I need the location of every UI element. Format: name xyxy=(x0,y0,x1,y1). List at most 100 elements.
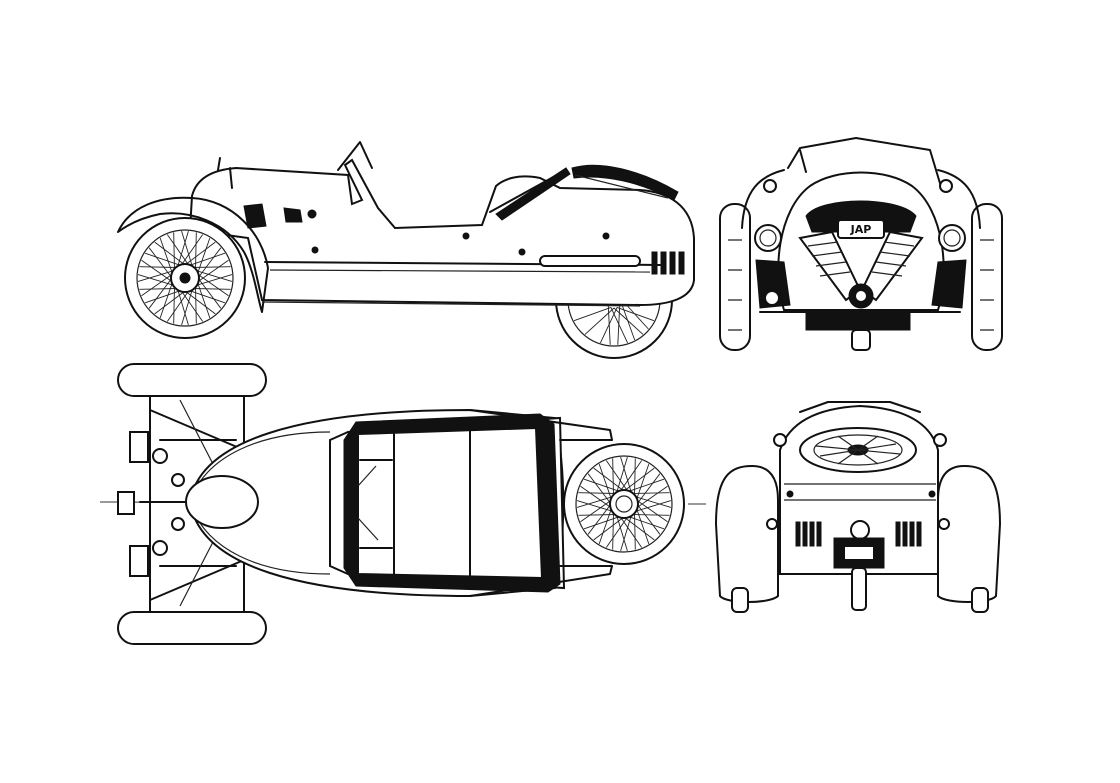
wheel-spoke xyxy=(188,289,226,304)
front-v-twin-engine xyxy=(798,230,924,309)
side-body xyxy=(188,158,695,307)
wheel-spoke xyxy=(627,478,665,493)
wheel-spoke xyxy=(587,503,612,535)
wheel-spoke xyxy=(605,460,629,492)
top-bonnet-nose xyxy=(185,475,259,529)
front-left-tyre xyxy=(719,203,751,351)
wheel-spoke xyxy=(159,281,174,319)
front-right-headlamp xyxy=(938,224,966,252)
rear-louvres xyxy=(795,521,922,547)
wheel-spoke xyxy=(634,495,672,508)
wheel-spoke xyxy=(148,247,173,279)
wheel-spoke xyxy=(623,467,655,492)
wheel-spoke xyxy=(584,307,615,335)
wheel-spoke xyxy=(176,230,189,268)
wheel-spoke xyxy=(197,277,222,309)
rear-spare-wheel xyxy=(799,427,917,473)
wheel-spoke xyxy=(599,307,618,344)
wheel-spoke xyxy=(580,499,612,523)
top-suspension xyxy=(139,448,201,556)
wheel-spoke xyxy=(573,306,612,322)
side-front-wheel xyxy=(124,217,246,339)
wheel-spoke xyxy=(627,515,665,530)
side-rear-wheel xyxy=(554,299,674,359)
top-front-right-tyre xyxy=(117,611,267,645)
wheel-spoke xyxy=(154,290,186,315)
wheel-spoke xyxy=(137,274,175,287)
wheel-spoke xyxy=(576,495,614,508)
wheel-spoke xyxy=(195,285,197,324)
wheel-spoke xyxy=(593,516,625,541)
wheel-spoke xyxy=(612,458,614,497)
front-right-tyre xyxy=(971,203,1003,351)
wheel-spoke xyxy=(635,463,650,501)
engine-badge: JAP xyxy=(850,223,872,236)
front-view: JAP xyxy=(719,137,1003,351)
wheel-spoke xyxy=(181,230,194,268)
wheel-spoke xyxy=(180,290,204,322)
wheel-spoke xyxy=(141,259,173,283)
wheel-spoke xyxy=(593,467,625,492)
wheel-spoke xyxy=(583,478,621,493)
wheel-spoke xyxy=(192,288,231,290)
wheel-spoke xyxy=(578,514,617,516)
wheel-spoke xyxy=(619,516,643,548)
side-exhaust-pipe xyxy=(539,255,641,267)
wheel-spoke xyxy=(180,234,204,266)
wheel-spoke xyxy=(195,274,233,287)
wheel-spoke xyxy=(144,289,182,304)
wheel-spoke xyxy=(610,307,629,344)
wheel-spoke xyxy=(141,273,173,297)
wheel-spoke xyxy=(192,266,231,268)
rear-left-wing xyxy=(714,464,779,603)
wheel-spoke xyxy=(197,273,229,297)
wheel-spoke xyxy=(615,514,628,552)
side-front-mudguard xyxy=(117,196,269,313)
wheel-spoke xyxy=(607,305,611,345)
rear-view xyxy=(714,401,1002,613)
wheel-spoke xyxy=(173,232,175,271)
wheel-spoke xyxy=(184,241,216,266)
wheel-spoke xyxy=(195,269,233,282)
side-view xyxy=(117,141,695,359)
wheel-spoke xyxy=(139,288,178,290)
wheel-spoke xyxy=(166,290,190,322)
wheel-spoke xyxy=(598,507,613,545)
wheel-spoke xyxy=(636,503,661,535)
wheel-spoke xyxy=(139,266,178,268)
wheel-spoke xyxy=(634,511,636,550)
wheel-spoke xyxy=(612,511,614,550)
wheel-spoke xyxy=(148,277,173,309)
wheel-spoke xyxy=(623,516,655,541)
side-louvres xyxy=(651,251,685,275)
wheel-spoke xyxy=(144,252,182,267)
wheel-spoke xyxy=(631,492,670,494)
wheel-spoke xyxy=(173,285,175,324)
wheel-spoke xyxy=(578,492,617,494)
wheel-spoke xyxy=(636,499,668,523)
wheel-spoke xyxy=(587,473,612,505)
wheel-spoke xyxy=(636,473,661,505)
side-vent-1 xyxy=(243,203,267,229)
wheel-spoke xyxy=(620,514,633,552)
wheel-spoke xyxy=(605,516,629,548)
wheel-spoke xyxy=(617,305,621,345)
wheel-spoke xyxy=(195,232,197,271)
wheel-spoke xyxy=(580,485,612,509)
wheel-spoke xyxy=(613,307,644,335)
top-view xyxy=(99,363,707,645)
front-number-plate xyxy=(805,311,911,331)
wheel-spoke xyxy=(196,281,211,319)
wheel-spoke xyxy=(631,514,670,516)
wheel-spoke xyxy=(619,460,643,492)
wheel-spoke xyxy=(576,500,614,513)
wheel-spoke xyxy=(188,252,226,267)
wheel-spoke xyxy=(166,234,190,266)
wheel-spoke xyxy=(184,290,216,315)
top-front-left-tyre xyxy=(117,363,267,397)
wheel-spoke xyxy=(636,485,668,509)
wheel-spoke xyxy=(197,259,229,283)
wheel-spoke xyxy=(615,456,628,494)
